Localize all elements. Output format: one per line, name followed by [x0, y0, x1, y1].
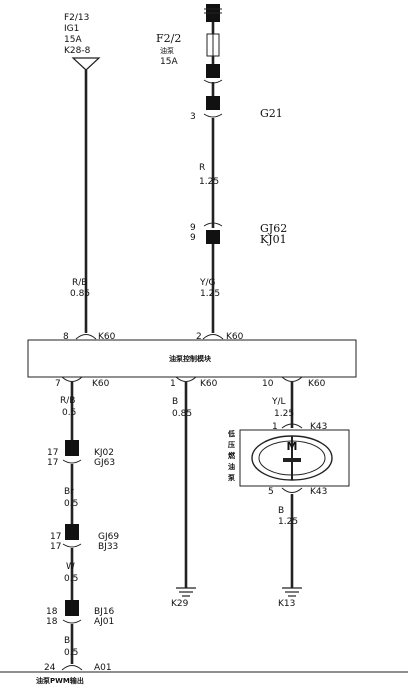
connector-gj62-icon [203, 222, 223, 227]
connector-a01-label: A01 [94, 663, 112, 673]
motor-label: M [287, 440, 298, 453]
connector-k43-1-pin: 1 [272, 422, 278, 432]
wire-w-color: W [66, 562, 75, 572]
supply-label-connector: K28-8 [64, 46, 91, 56]
connector-bj16-block [65, 600, 79, 616]
ground-k13-icon [282, 587, 302, 597]
connector-g21-icon [203, 113, 223, 118]
connector-kj02-pin: 17 [47, 448, 58, 458]
connector-k43-1-label: K43 [310, 422, 327, 432]
connector-k60-10-icon [281, 376, 303, 382]
connector-gj62-label: GJ62 [260, 222, 287, 235]
connector-g21-label: G21 [260, 107, 283, 120]
connector-k60-2-icon [202, 334, 224, 340]
supply-arrow-icon [71, 57, 101, 71]
supply-label-ig1: IG1 [64, 24, 79, 34]
connector-k60-7-pin: 7 [55, 379, 61, 389]
ground-k29-icon [176, 587, 196, 597]
connector-bj16-pin: 18 [46, 607, 58, 617]
wire-br-size: 0.5 [64, 499, 78, 509]
pump-name-char-5: 泵 [227, 473, 235, 482]
connector-kj02-block [65, 440, 79, 456]
wire-b-lower-size: 0.5 [64, 648, 78, 658]
wire-rb-size: 0.85 [70, 289, 90, 299]
connector-gj69-label: GJ69 [98, 532, 119, 542]
connector-k60-1-pin: 1 [170, 379, 176, 389]
wire-rb-lower-size: 0.5 [62, 408, 76, 418]
ground-k13-label: K13 [278, 599, 295, 609]
connector-k60-8-label: K60 [98, 332, 116, 342]
bottom-label: 油泵PWM输出 [36, 676, 84, 685]
wire-b-right-color: B [278, 506, 284, 516]
wire-r-size: 1.25 [199, 177, 219, 187]
connector-a01-pin: 24 [44, 663, 56, 673]
connector-block-fuse-out [206, 64, 220, 78]
connector-k60-2-label: K60 [226, 332, 244, 342]
connector-k43-5-icon [281, 487, 303, 493]
supply-label-rating: 15A [64, 35, 82, 45]
connector-bj33-label: BJ33 [98, 542, 118, 552]
connector-a01-icon [61, 665, 83, 671]
connector-aj01-icon [62, 619, 82, 624]
pump-name-char-3: 燃 [227, 451, 236, 460]
wire-rb-color: R/B [72, 278, 87, 288]
pump-name-char-2: 压 [228, 440, 235, 449]
connector-k60-1-icon [175, 376, 197, 382]
connector-aj01-pin: 18 [46, 617, 58, 627]
wire-w-size: 0.5 [64, 574, 78, 584]
connector-kj02-label: KJ02 [94, 448, 114, 458]
connector-kj01-block [206, 230, 220, 244]
connector-kj01-label: KJ01 [260, 233, 287, 246]
connector-bj33-icon [62, 543, 82, 548]
connector-k60-1-label: K60 [200, 379, 218, 389]
wire-yg-size: 1.25 [200, 289, 220, 299]
connector-kj01-pin: 9 [190, 233, 196, 243]
wire-yl-color: Y/L [271, 397, 286, 407]
connector-gj69-block [65, 524, 79, 540]
wire-br-color: Br [64, 487, 74, 497]
connector-gj62-pin: 9 [190, 223, 196, 233]
fuse-desc: 油泵 [160, 46, 174, 55]
connector-k60-7-label: K60 [92, 379, 110, 389]
ground-k29-label: K29 [171, 599, 189, 609]
connector-k60-10-pin: 10 [262, 379, 274, 389]
connector-k60-10-label: K60 [308, 379, 326, 389]
connector-gj63-icon [62, 459, 82, 464]
wire-r-color: R [199, 163, 205, 173]
connector-gj63-pin: 17 [47, 458, 58, 468]
connector-k60-8-icon [75, 334, 97, 340]
pump-name-char-4: 油 [228, 462, 235, 471]
wire-rb-lower-color: R/B [60, 396, 75, 406]
connector-k43-5-label: K43 [310, 487, 327, 497]
wire-b-middle-color: B [172, 397, 178, 407]
wire-b-middle-size: 0.85 [172, 409, 192, 419]
wire-yl-size: 1.25 [274, 409, 294, 419]
connector-k43-1-icon [281, 423, 303, 429]
wire-yg-color: Y/G [199, 278, 216, 288]
supply-label-fuse: F2/13 [64, 13, 89, 23]
connector-aj01-label: AJ01 [94, 617, 114, 627]
connector-k60-7-icon [61, 376, 83, 382]
connector-k60-8-pin: 8 [63, 332, 69, 342]
connector-k60-2-pin: 2 [196, 332, 202, 342]
motor-icon [251, 435, 333, 481]
fuse-name: F2/2 [156, 32, 181, 45]
connector-g21-block [206, 96, 220, 110]
connector-gj69-pin: 17 [50, 532, 61, 542]
pump-name-char-1: 低 [227, 429, 235, 438]
wire-b-right-size: 1.25 [278, 517, 298, 527]
connector-g21-pin: 3 [190, 112, 196, 122]
fuse-rating: 15A [160, 57, 178, 67]
connector-k43-5-pin: 5 [268, 487, 274, 497]
connector-bj16-label: BJ16 [94, 607, 115, 617]
connector-bj33-pin: 17 [50, 542, 61, 552]
connector-gj63-label: GJ63 [94, 458, 115, 468]
pump-control-module [27, 339, 357, 378]
wire-b-lower-color: B [64, 636, 70, 646]
module-name: 油泵控制模块 [169, 354, 212, 363]
